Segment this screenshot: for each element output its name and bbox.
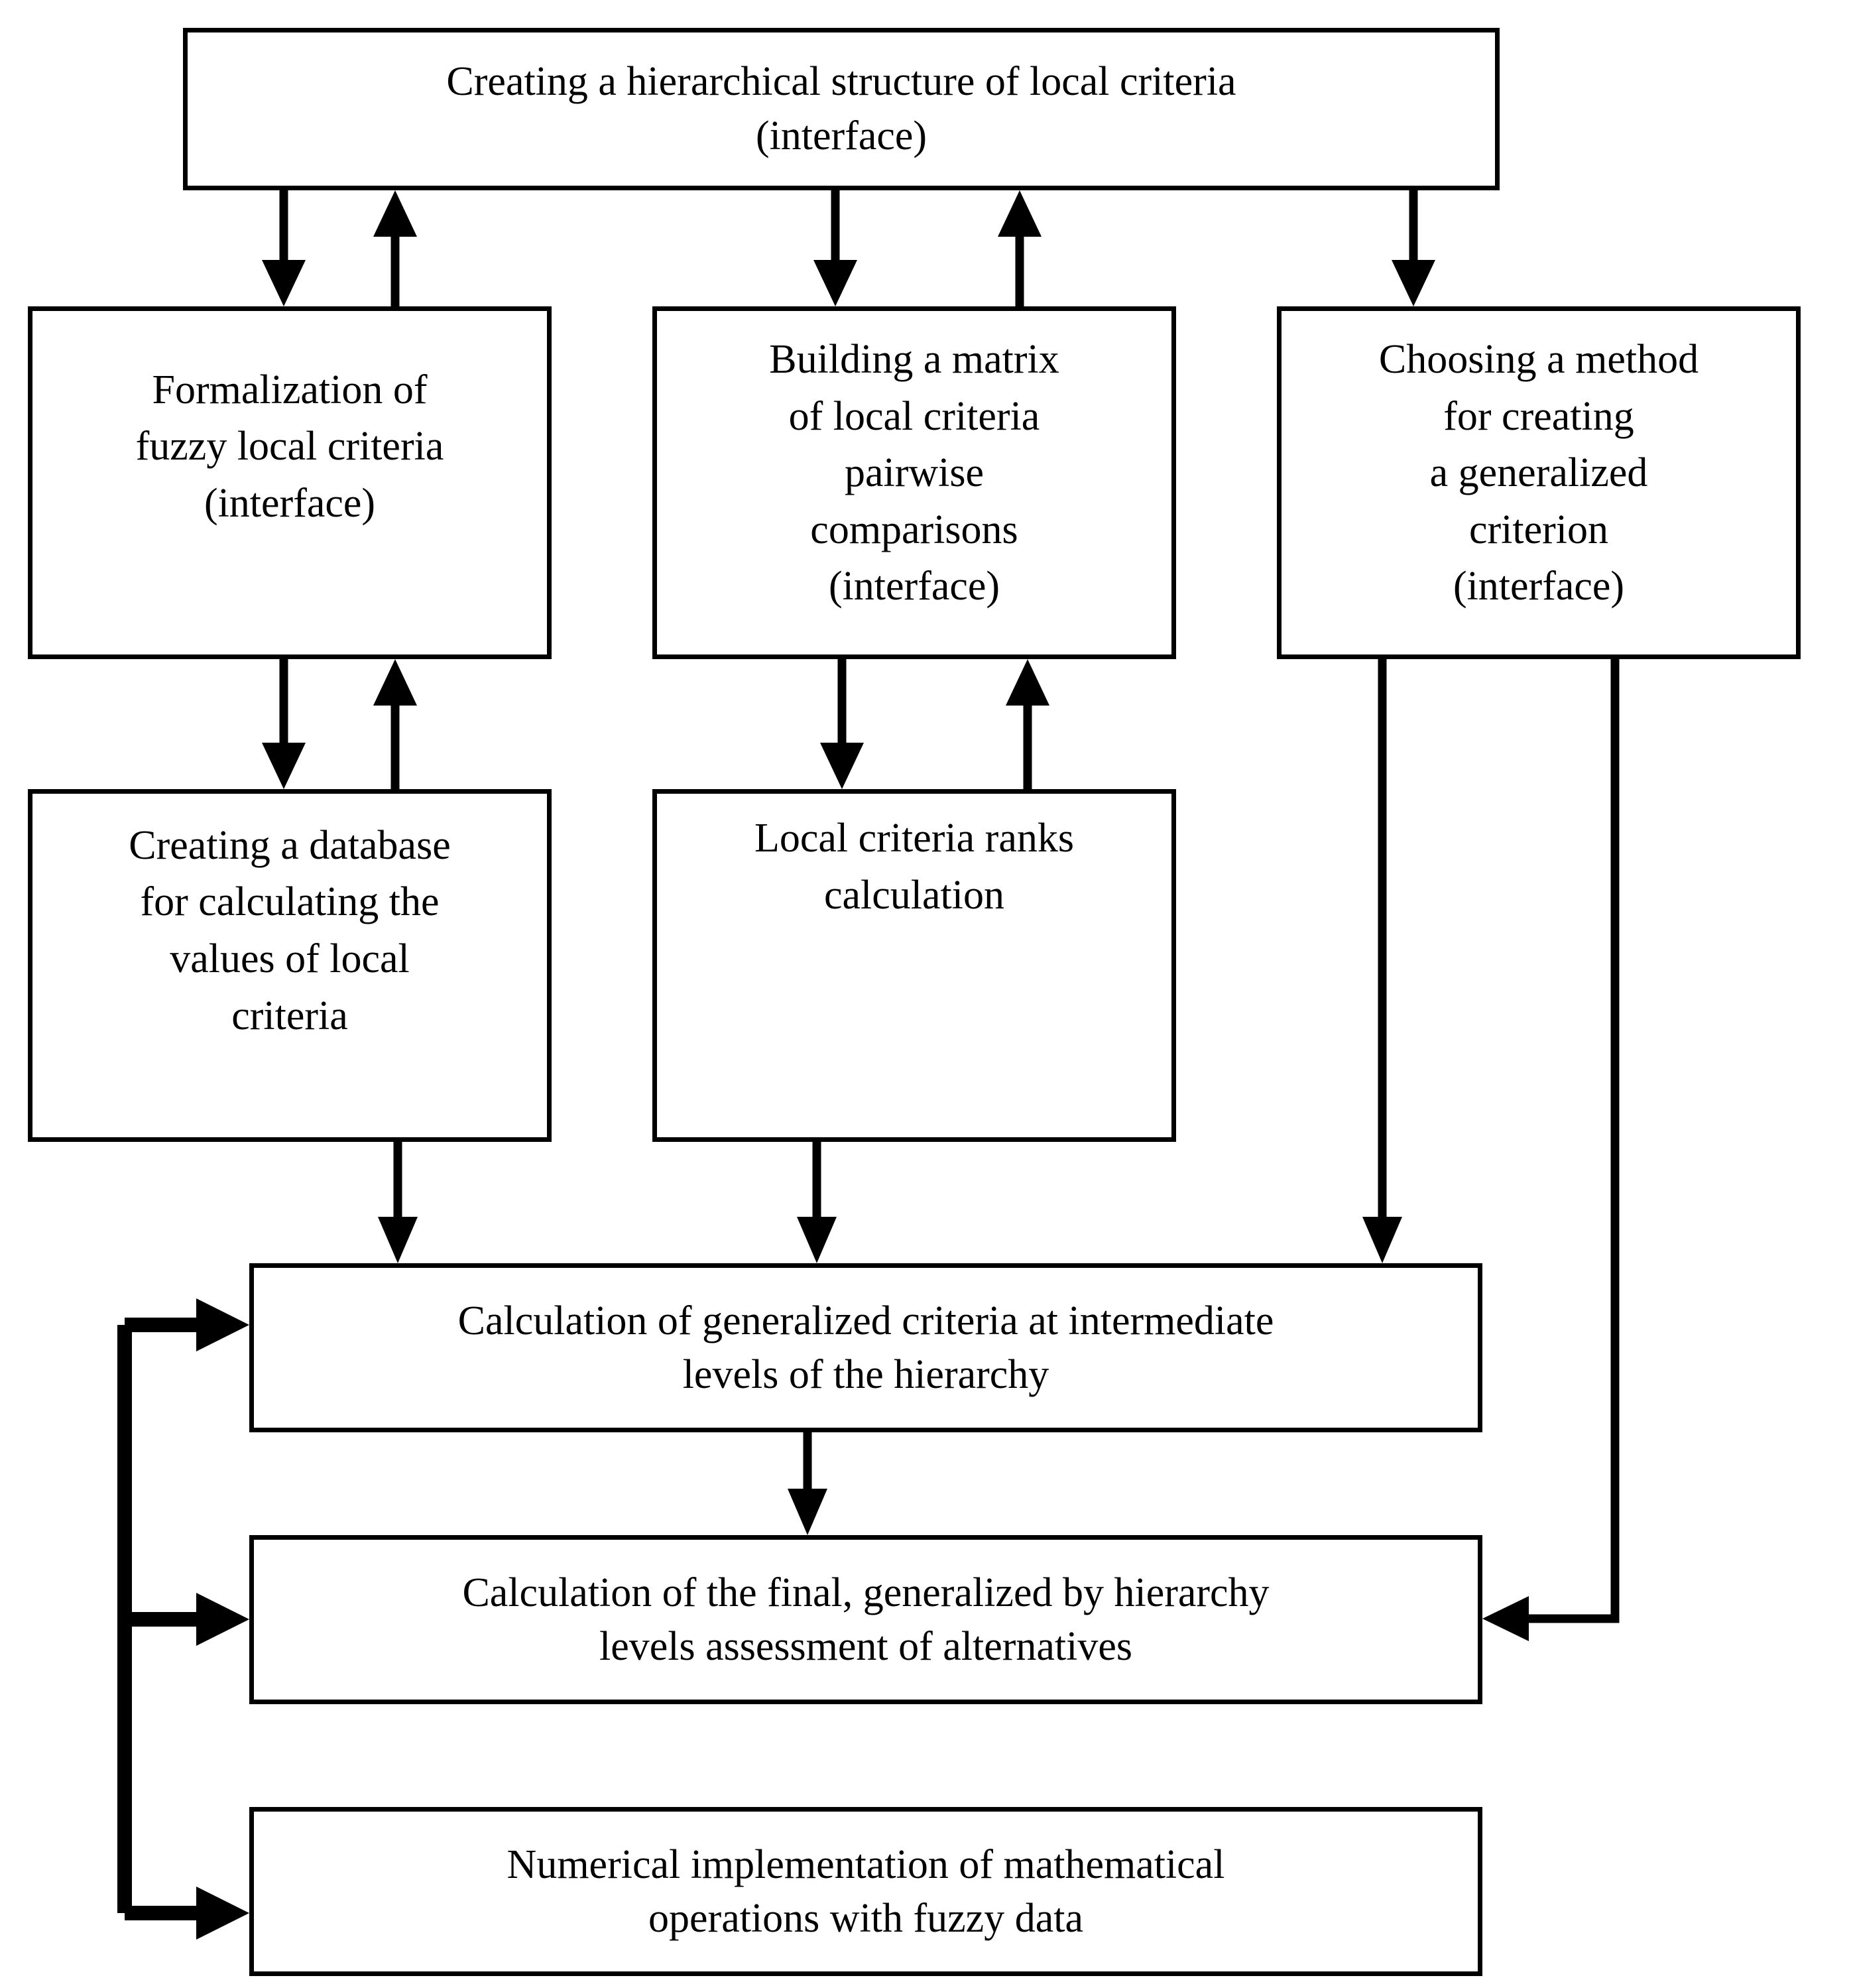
node-create-hierarchical-structure[interactable]: Creating a hierarchical structure of loc…	[183, 28, 1500, 190]
edge-database-to-calcint-arrowhead	[378, 1217, 418, 1263]
edge-matrix-to-root-arrowhead	[998, 190, 1042, 237]
feedback-branch-to-calcint-arrowhead	[196, 1298, 249, 1351]
edge-root-to-method-arrowhead	[1392, 260, 1435, 306]
edge-matrix-to-ranks-arrowhead	[820, 743, 864, 789]
node-calculation-generalized-criteria-intermediate-levels[interactable]: Calculation of generalized criteria at i…	[249, 1263, 1482, 1432]
node-choosing-method-generalized-criterion[interactable]: Choosing a method for creating a general…	[1277, 306, 1801, 659]
node-local-criteria-ranks-calculation[interactable]: Local criteria ranks calculation	[652, 789, 1176, 1142]
node-label: Creating a database for calculating the …	[129, 822, 451, 1038]
node-label: Choosing a method for creating a general…	[1378, 337, 1699, 609]
node-label: Building a matrix of local criteria pair…	[769, 337, 1059, 609]
node-formalization-of-fuzzy-local-criteria[interactable]: Formalization of fuzzy local criteria (i…	[28, 306, 552, 659]
node-label: Numerical implementation of mathematical…	[507, 1841, 1225, 1941]
node-calculation-final-generalized-assessment-alternatives[interactable]: Calculation of the final, generalized by…	[249, 1535, 1482, 1704]
node-building-matrix-pairwise-comparisons[interactable]: Building a matrix of local criteria pair…	[652, 306, 1176, 659]
feedback-branch-to-numerical-arrowhead	[196, 1887, 249, 1940]
edge-formalization-to-database-arrowhead	[262, 743, 306, 789]
feedback-branch-to-calcfinal-arrowhead	[196, 1593, 249, 1646]
node-label: Formalization of fuzzy local criteria (i…	[135, 367, 444, 526]
edge-formalization-to-root-arrowhead	[373, 190, 417, 237]
edge-root-to-formalization-arrowhead	[262, 260, 306, 306]
edge-ranks-to-calcint-arrowhead	[797, 1217, 837, 1263]
edge-method-to-calcfinal-line	[1522, 659, 1620, 1623]
edge-calcint-to-calcfinal-arrowhead	[788, 1489, 827, 1535]
edge-method-to-calcint-arrowhead	[1362, 1217, 1402, 1263]
edge-database-to-formalization-arrowhead	[373, 659, 417, 706]
node-label: Calculation of the final, generalized by…	[462, 1570, 1270, 1669]
edge-root-to-matrix-arrowhead	[813, 260, 857, 306]
node-numerical-implementation-fuzzy-operations[interactable]: Numerical implementation of mathematical…	[249, 1807, 1482, 1976]
node-label: Creating a hierarchical structure of loc…	[446, 58, 1236, 158]
edge-ranks-to-matrix-arrowhead	[1006, 659, 1049, 706]
node-creating-database-local-criteria-values[interactable]: Creating a database for calculating the …	[28, 789, 552, 1142]
node-label: Calculation of generalized criteria at i…	[457, 1298, 1274, 1397]
edge-method-to-calcfinal-arrowhead	[1482, 1596, 1529, 1641]
node-label: Local criteria ranks calculation	[754, 816, 1074, 918]
